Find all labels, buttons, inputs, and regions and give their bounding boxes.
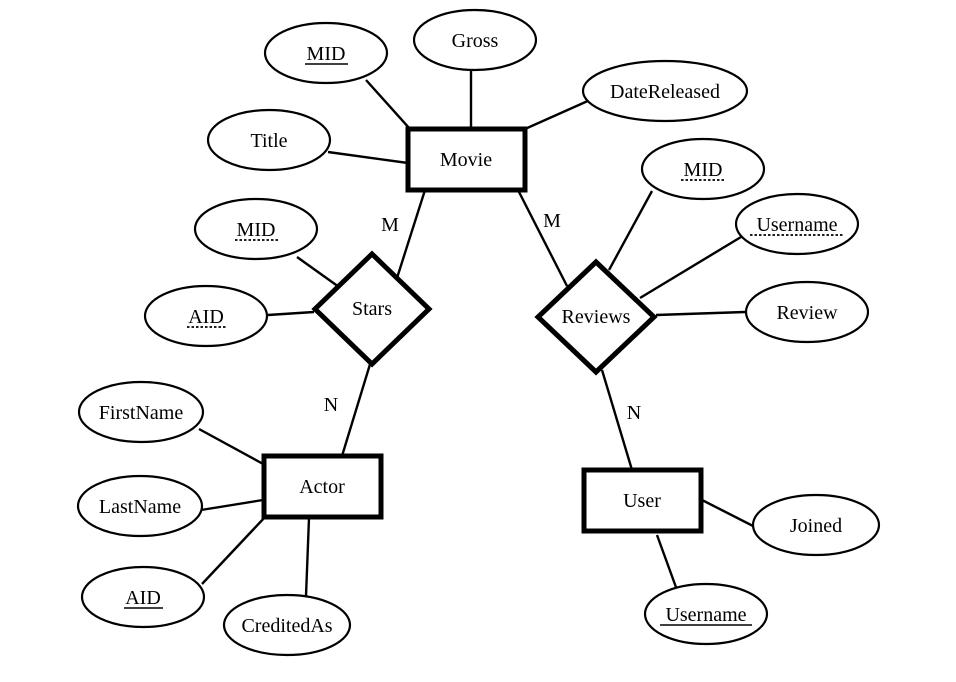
edge-reviews-review <box>655 310 746 317</box>
cardinality-reviews-user: N <box>627 402 641 424</box>
svg-text:FirstName: FirstName <box>99 402 184 424</box>
edge-reviews-user <box>600 369 634 471</box>
attribute-movie-mid: MID <box>263 21 389 85</box>
edge-actor-creditedas <box>304 517 311 597</box>
edge-actor-firstname <box>198 427 266 467</box>
edge-actor-aid <box>201 515 267 585</box>
relationship-stars: Stars <box>311 250 433 368</box>
svg-text:Gross: Gross <box>452 30 499 52</box>
connectors <box>198 68 758 597</box>
edge-movie-title <box>327 150 409 165</box>
attribute-stars-mid: MID <box>193 197 319 261</box>
edge-user-joined <box>701 498 758 530</box>
edge-stars-aid <box>267 310 315 317</box>
attribute-movie-gross: Gross <box>412 8 538 72</box>
attribute-user-username: Username <box>643 582 769 646</box>
svg-text:Actor: Actor <box>299 476 345 498</box>
edge-reviews-username <box>639 235 742 300</box>
edge-reviews-mid <box>607 190 654 271</box>
attribute-actor-aid: AID <box>80 565 206 629</box>
cardinality-movie-stars: M <box>381 214 399 236</box>
svg-text:LastName: LastName <box>99 496 181 518</box>
svg-text:Movie: Movie <box>440 149 492 171</box>
edge-stars-actor <box>340 360 373 457</box>
relationship-reviews: Reviews <box>534 258 658 376</box>
svg-text:Username: Username <box>665 604 746 626</box>
entity-actor: Actor <box>261 453 384 520</box>
edge-stars-mid <box>296 256 340 288</box>
cardinality-stars-actor: N <box>324 394 338 416</box>
svg-text:AID: AID <box>188 306 224 328</box>
entity-movie: Movie <box>405 126 528 193</box>
attribute-reviews-review: Review <box>744 280 870 344</box>
edge-movie-stars <box>395 189 427 279</box>
svg-text:DateReleased: DateReleased <box>610 81 720 103</box>
svg-text:Stars: Stars <box>352 298 392 320</box>
svg-text:Review: Review <box>776 302 838 324</box>
svg-text:CreditedAs: CreditedAs <box>241 615 332 637</box>
svg-text:User: User <box>623 490 661 512</box>
attribute-actor-lastname: LastName <box>76 474 204 538</box>
attribute-stars-aid: AID <box>143 284 269 348</box>
svg-text:Reviews: Reviews <box>562 306 631 328</box>
attribute-reviews-username: Username <box>734 192 860 256</box>
edge-movie-datereleased <box>524 98 591 131</box>
svg-text:Username: Username <box>756 214 837 236</box>
attribute-movie-title: Title <box>206 108 332 172</box>
svg-text:Joined: Joined <box>790 515 842 537</box>
attribute-movie-datereleased: DateReleased <box>581 59 749 123</box>
svg-text:MID: MID <box>307 43 346 65</box>
edge-movie-reviews <box>516 189 569 287</box>
attribute-user-joined: Joined <box>751 493 881 557</box>
svg-text:AID: AID <box>125 587 161 609</box>
svg-text:MID: MID <box>684 159 723 181</box>
attribute-reviews-mid: MID <box>640 137 766 201</box>
attribute-actor-firstname: FirstName <box>77 380 205 444</box>
svg-text:Title: Title <box>250 130 287 152</box>
edge-actor-lastname <box>200 498 264 512</box>
cardinality-movie-reviews: M <box>543 210 561 232</box>
svg-text:MID: MID <box>237 219 276 241</box>
edge-movie-mid <box>365 79 411 130</box>
attribute-actor-creditedas: CreditedAs <box>222 593 352 657</box>
entity-user: User <box>581 467 704 534</box>
edge-user-username <box>655 534 679 591</box>
